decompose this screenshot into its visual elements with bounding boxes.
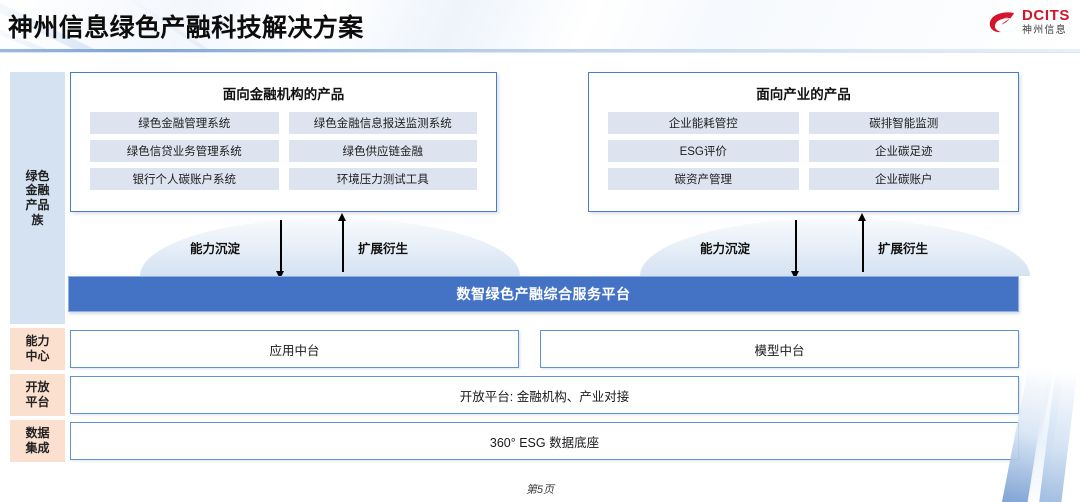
sidebar-item-open-platform[interactable]: 开放平台 [10,374,65,416]
product-chip[interactable]: ESG评价 [608,140,799,162]
logo-text-block: DCITS 神州信息 [1022,8,1070,36]
product-chip[interactable]: 企业碳账户 [808,168,999,190]
product-chip[interactable]: 绿色信贷业务管理系统 [90,140,279,162]
flow-label-capability-precipitation-right: 能力沉淀 [700,242,751,256]
product-chip[interactable]: 环境压力测试工具 [288,168,477,190]
product-chip[interactable]: 绿色金融信息报送监测系统 [288,112,477,134]
arrow-down-icon-right [792,220,799,279]
product-chip[interactable]: 绿色金融管理系统 [90,112,279,134]
sidebar-label-data: 数据集成 [25,426,50,455]
dcits-swirl-icon [989,11,1014,32]
arrow-down-icon-left [277,220,284,279]
arrow-up-icon-left [339,213,346,272]
logo-text-en: DCITS [1022,7,1070,24]
header-divider-secondary [0,52,1080,53]
sidebar-item-green-finance-products[interactable]: 绿色金融产品族 [10,72,65,324]
open-platform-box[interactable]: 开放平台: 金融机构、产业对接 [70,376,1019,414]
product-chip[interactable]: 碳排智能监测 [808,112,999,134]
data-foundation-box[interactable]: 360° ESG 数据底座 [70,422,1019,460]
header-divider [0,49,1080,52]
logo-text-cn: 神州信息 [1022,25,1067,36]
sidebar-item-data-integration[interactable]: 数据集成 [10,420,65,462]
corner-ribbon-decoration [960,352,1080,502]
capability-box-model-middle-platform[interactable]: 模型中台 [540,330,1019,368]
panel-right-title: 面向产业的产品 [756,87,851,102]
page-title: 神州信息绿色产融科技解决方案 [8,14,364,42]
page-footer: 第5页 [0,481,1080,497]
product-chip[interactable]: 碳资产管理 [608,168,799,190]
product-chip[interactable]: 企业碳足迹 [808,140,999,162]
flow-label-extension-derivation-left: 扩展衍生 [358,242,409,256]
panel-financial-institution-products: 面向金融机构的产品 绿色金融管理系统 绿色金融信息报送监测系统 绿色信贷业务管理… [70,72,497,212]
flow-label-capability-precipitation-left: 能力沉淀 [190,242,241,256]
open-platform-label: 开放平台: 金融机构、产业对接 [459,389,630,404]
sidebar-label-open: 开放平台 [25,380,50,409]
page-number-label: 第5页 [525,484,555,496]
sidebar-label-products: 绿色金融产品族 [25,168,50,227]
data-foundation-label: 360° ESG 数据底座 [489,435,600,450]
capability-box-application-middle-platform[interactable]: 应用中台 [70,330,519,368]
platform-bar-label: 数智绿色产融综合服务平台 [456,286,631,302]
company-logo: DCITS 神州信息 [987,8,1070,36]
panel-left-title: 面向金融机构的产品 [222,87,345,102]
product-chip[interactable]: 绿色供应链金融 [288,140,477,162]
product-chip[interactable]: 企业能耗管控 [608,112,799,134]
flow-arrows-left: 能力沉淀 扩展衍生 [180,213,480,279]
capability-left-label: 应用中台 [269,343,320,358]
sidebar-item-capability-center[interactable]: 能力中心 [10,328,65,370]
panel-industry-products: 面向产业的产品 企业能耗管控 碳排智能监测 ESG评价 企业碳足迹 碳资产管理 … [588,72,1019,212]
platform-bar[interactable]: 数智绿色产融综合服务平台 [68,276,1019,312]
panel-right-item-grid: 企业能耗管控 碳排智能监测 ESG评价 企业碳足迹 碳资产管理 企业碳账户 [589,103,1018,190]
flow-arrows-right: 能力沉淀 扩展衍生 [690,213,990,279]
slide-header [0,0,1080,51]
sidebar-label-capability: 能力中心 [25,334,50,363]
capability-right-label: 模型中台 [754,343,805,358]
product-chip[interactable]: 银行个人碳账户系统 [90,168,279,190]
arrow-up-icon-right [859,213,866,272]
flow-label-extension-derivation-right: 扩展衍生 [878,242,929,256]
panel-left-item-grid: 绿色金融管理系统 绿色金融信息报送监测系统 绿色信贷业务管理系统 绿色供应链金融… [71,103,496,190]
